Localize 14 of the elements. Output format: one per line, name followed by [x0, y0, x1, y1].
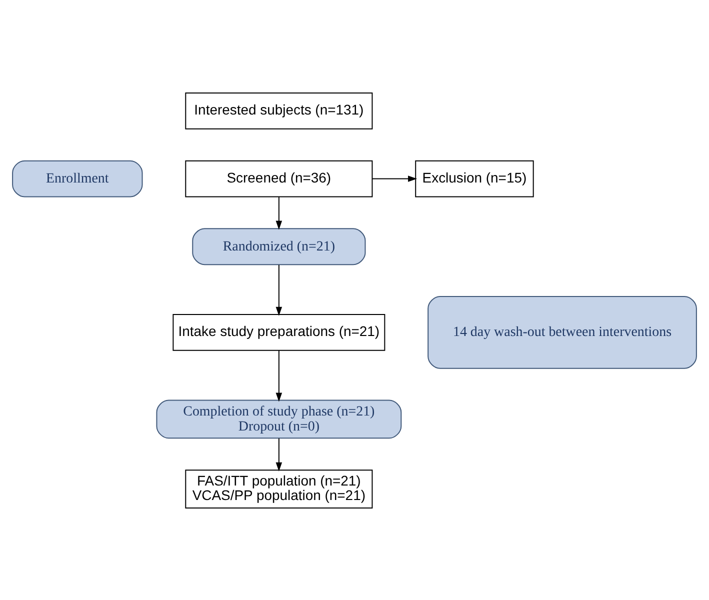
node-box: 14 day wash-out between interventions [428, 296, 697, 368]
arrow [276, 196, 282, 230]
node-box: Exclusion (n=15) [415, 160, 534, 197]
arrow [276, 437, 282, 471]
node-box: Screened (n=36) [185, 160, 373, 197]
node-box: Completion of study phase (n=21) Dropout (n=0) [156, 399, 402, 438]
node-box: Interested subjects (n=131) [185, 92, 373, 129]
arrow [276, 264, 282, 316]
arrow [276, 350, 282, 402]
node-box: Intake study preparations (n=21) [172, 313, 386, 350]
node-box: Randomized (n=21) [192, 228, 366, 265]
arrow [372, 175, 418, 182]
node-box: Enrollment [12, 160, 143, 197]
node-box: FAS/ITT population (n=21) VCAS/PP population (n=21) [185, 469, 373, 508]
